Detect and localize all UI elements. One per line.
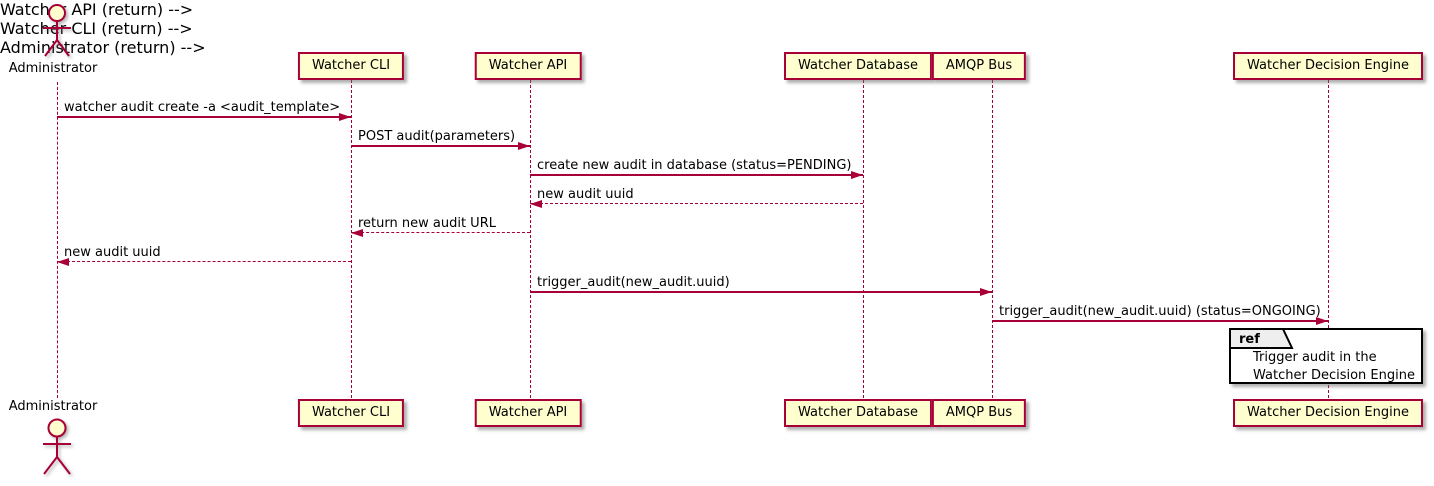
message-line: [992, 320, 1328, 322]
participant-bottom-watcher-cli: Watcher CLI: [297, 399, 405, 427]
actor-icon: [43, 418, 71, 475]
ref-keyword: ref: [1239, 332, 1260, 347]
message-line: [57, 261, 351, 262]
message-label: trigger_audit(new_audit.uuid): [537, 275, 730, 290]
lifeline-watcher-api: [530, 80, 531, 398]
actor-icon: [43, 4, 71, 57]
arrowhead-left-icon: [530, 200, 542, 208]
message-line: [351, 145, 530, 147]
lifeline-watcher-cli: [351, 80, 352, 398]
participant-top-watcher-cli: Watcher CLI: [297, 52, 405, 80]
message-label: watcher audit create -a <audit_template>: [64, 100, 341, 115]
participant-bottom-watcher-database: Watcher Database: [784, 399, 932, 427]
participant-top-watcher-decision-engine: Watcher Decision Engine: [1233, 52, 1423, 80]
message-line: [530, 291, 992, 293]
ref-line-2: Watcher Decision Engine: [1253, 367, 1415, 383]
arrowhead-left-icon: [57, 258, 69, 266]
arrowhead-right-icon: [851, 171, 863, 179]
ref-body: Trigger audit in the Watcher Decision En…: [1253, 349, 1415, 384]
message-label: return new audit URL: [358, 216, 496, 231]
message-label: create new audit in database (status=PEN…: [537, 158, 852, 173]
arrowhead-right-icon: [980, 288, 992, 296]
participant-top-watcher-api: Watcher API: [474, 52, 582, 80]
arrowhead-left-icon: [351, 229, 363, 237]
message-label: new audit uuid: [537, 187, 634, 202]
message-line: [530, 203, 863, 204]
lifeline-amqp-bus: [992, 80, 993, 398]
message-line: [530, 174, 863, 176]
lifeline-watcher-decision-engine: [1328, 80, 1329, 398]
message-label: new audit uuid: [64, 245, 161, 260]
arrowhead-right-icon: [339, 113, 351, 121]
ref-header-pentagon-icon: [1229, 328, 1294, 349]
message-label: POST audit(parameters): [358, 129, 516, 144]
lifeline-watcher-database: [863, 80, 864, 398]
participant-bottom-watcher-decision-engine: Watcher Decision Engine: [1233, 399, 1423, 427]
ref-fragment: ref Trigger audit in the Watcher Decisio…: [1229, 328, 1423, 384]
participant-top-amqp-bus: AMQP Bus: [931, 52, 1027, 80]
message-label: trigger_audit(new_audit.uuid) (status=ON…: [999, 304, 1321, 319]
lifeline-administrator: [57, 82, 58, 398]
participant-bottom-amqp-bus: AMQP Bus: [931, 399, 1027, 427]
actor-label-top: Administrator: [8, 61, 98, 76]
actor-label-bottom: Administrator: [8, 399, 98, 414]
participant-bottom-watcher-api: Watcher API: [474, 399, 582, 427]
arrowhead-right-icon: [518, 142, 530, 150]
arrowhead-right-icon: [1316, 317, 1328, 325]
ref-line-1: Trigger audit in the: [1253, 350, 1377, 365]
message-line: [351, 232, 530, 233]
message-line: [57, 116, 351, 118]
participant-top-watcher-database: Watcher Database: [784, 52, 932, 80]
